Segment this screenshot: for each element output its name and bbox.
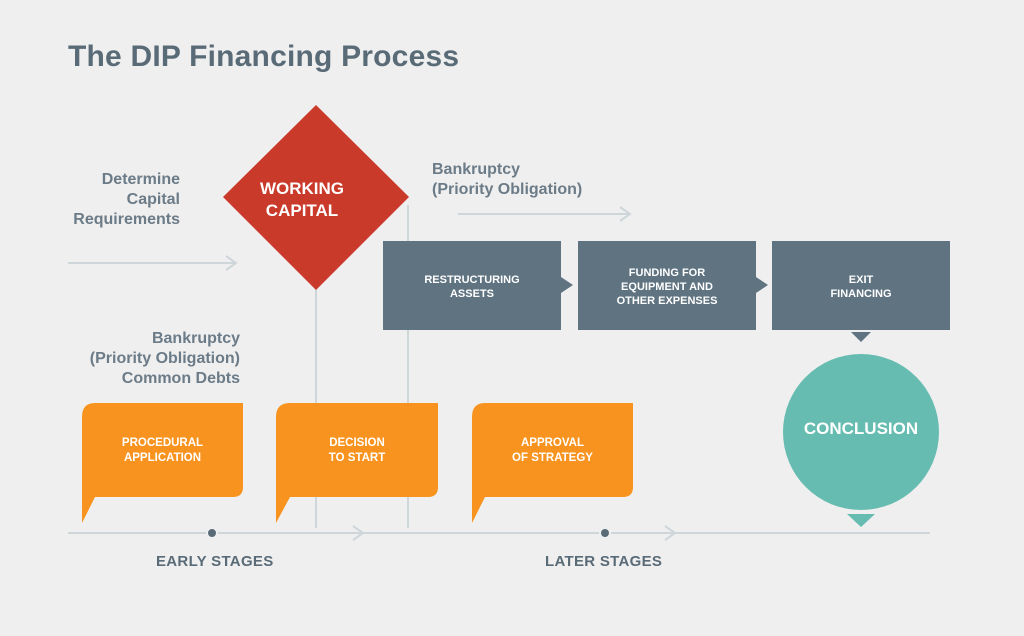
bubble-shape-1 (82, 403, 243, 523)
bankruptcy-arrow-head (619, 206, 632, 222)
exit-down-pointer (851, 332, 871, 342)
box-3-line-2: FINANCING (830, 288, 892, 300)
bubble-3-line-2: OF STRATEGY (512, 452, 593, 464)
working-capital-label: WORKING CAPITAL (240, 178, 364, 222)
box-restructuring-assets: RESTRUCTURING ASSETS (383, 241, 561, 330)
working-capital-line-1: WORKING (259, 179, 345, 198)
bankruptcy-left-line-3: Common Debts (121, 370, 240, 387)
timeline-dot-early (206, 527, 218, 539)
bankruptcy-left-line-2: (Priority Obligation) (89, 350, 240, 367)
bubble-1-line-2: APPLICATION (123, 452, 202, 464)
working-capital-diamond (223, 105, 409, 290)
working-capital-line-2: CAPITAL (265, 201, 339, 220)
conclusion-label: CONCLUSION (803, 419, 919, 438)
determine-line-1: Determine (101, 171, 180, 188)
bubble-2-line-1: DECISION (329, 437, 385, 449)
bankruptcy-left-line-1: Bankruptcy (151, 330, 240, 347)
box-exit-financing: EXIT FINANCING (772, 241, 950, 330)
box-1-line-2: ASSETS (449, 288, 494, 300)
bubble-procedural-application: PROCEDURAL APPLICATION (82, 436, 243, 466)
page-title: The DIP Financing Process (68, 40, 460, 73)
conclusion-pointer (847, 514, 875, 527)
bubble-decision-to-start: DECISION TO START (276, 436, 438, 466)
bubble-shape-2 (276, 403, 438, 523)
bankruptcy-top-line-2: (Priority Obligation) (432, 181, 583, 198)
bubble-3-line-1: APPROVAL (520, 437, 585, 449)
determine-arrow-head (225, 255, 238, 271)
box-2-line-2: EQUIPMENT AND (621, 281, 713, 293)
timeline-dot-later (599, 527, 611, 539)
bubble-approval-of-strategy: APPROVAL OF STRATEGY (472, 436, 633, 466)
early-stages-label: EARLY STAGES (156, 553, 274, 570)
bankruptcy-left-label: Bankruptcy (Priority Obligation) Common … (40, 329, 240, 389)
determine-capital-label: Determine Capital Requirements (40, 170, 180, 230)
determine-line-3: Requirements (73, 211, 180, 228)
timeline-arrow-early (352, 525, 365, 541)
bubble-1-line-1: PROCEDURAL (121, 437, 204, 449)
box-funding-equipment: FUNDING FOR EQUIPMENT AND OTHER EXPENSES (578, 241, 756, 330)
bankruptcy-top-line-1: Bankruptcy (432, 161, 521, 178)
box-3-line-1: EXIT (848, 274, 874, 286)
bankruptcy-top-label: Bankruptcy (Priority Obligation) (432, 160, 582, 200)
later-stages-label: LATER STAGES (545, 553, 663, 570)
box-connector-1 (561, 277, 573, 293)
box-1-line-1: RESTRUCTURING (424, 274, 520, 286)
box-2-line-3: OTHER EXPENSES (616, 295, 718, 307)
box-2-line-1: FUNDING FOR (628, 267, 706, 279)
determine-line-2: Capital (126, 191, 180, 208)
bubble-shape-3 (472, 403, 633, 523)
timeline-arrow-later (664, 525, 677, 541)
box-connector-2 (756, 277, 768, 293)
bubble-2-line-2: TO START (328, 452, 386, 464)
conclusion-circle (783, 354, 939, 510)
